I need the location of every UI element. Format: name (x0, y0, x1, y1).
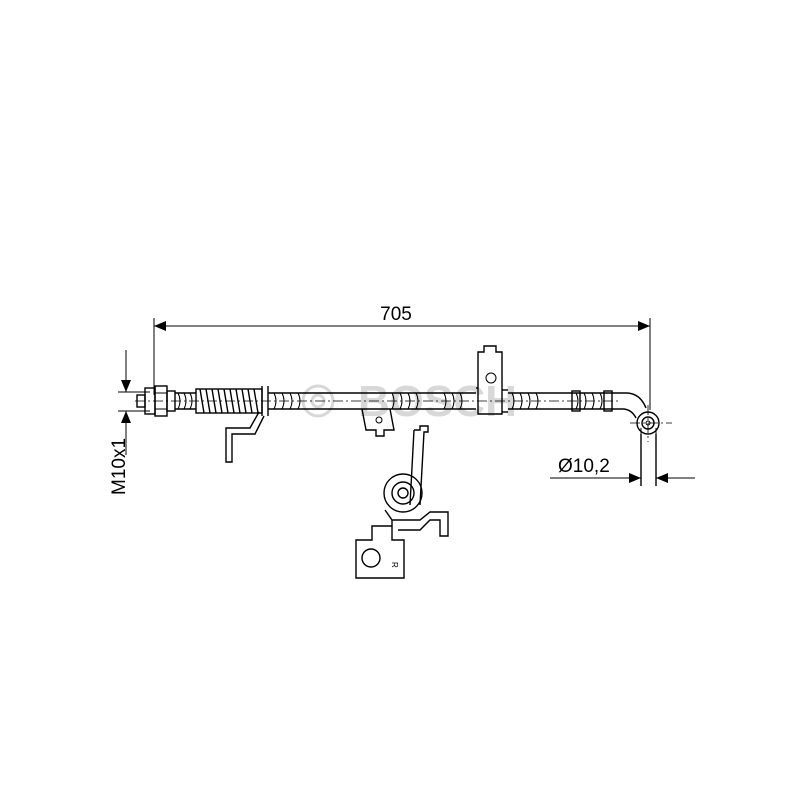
diameter-value: Ø10,2 (558, 456, 610, 477)
mid-clip (361, 408, 395, 437)
left-fitting (136, 385, 176, 417)
hose-left-section (175, 392, 196, 410)
length-value: 705 (380, 304, 412, 325)
hose-right-section (508, 390, 613, 412)
diameter-dimension: Ø10,2 (550, 428, 695, 486)
watermark-brand: BOSCH (358, 377, 517, 426)
thread-value: M10x1 (109, 438, 130, 495)
left-clip-bracket (225, 386, 269, 463)
right-end-fitting (612, 392, 660, 486)
thread-dimension: M10x1 (109, 350, 150, 495)
upper-bracket (476, 345, 508, 415)
hose-middle-section (268, 392, 476, 410)
lower-mounting-bracket: R (355, 425, 449, 579)
bosch-watermark: BOSCH (301, 377, 517, 426)
length-dimension: 705 (153, 304, 651, 410)
bracket-mark: R (390, 562, 399, 568)
